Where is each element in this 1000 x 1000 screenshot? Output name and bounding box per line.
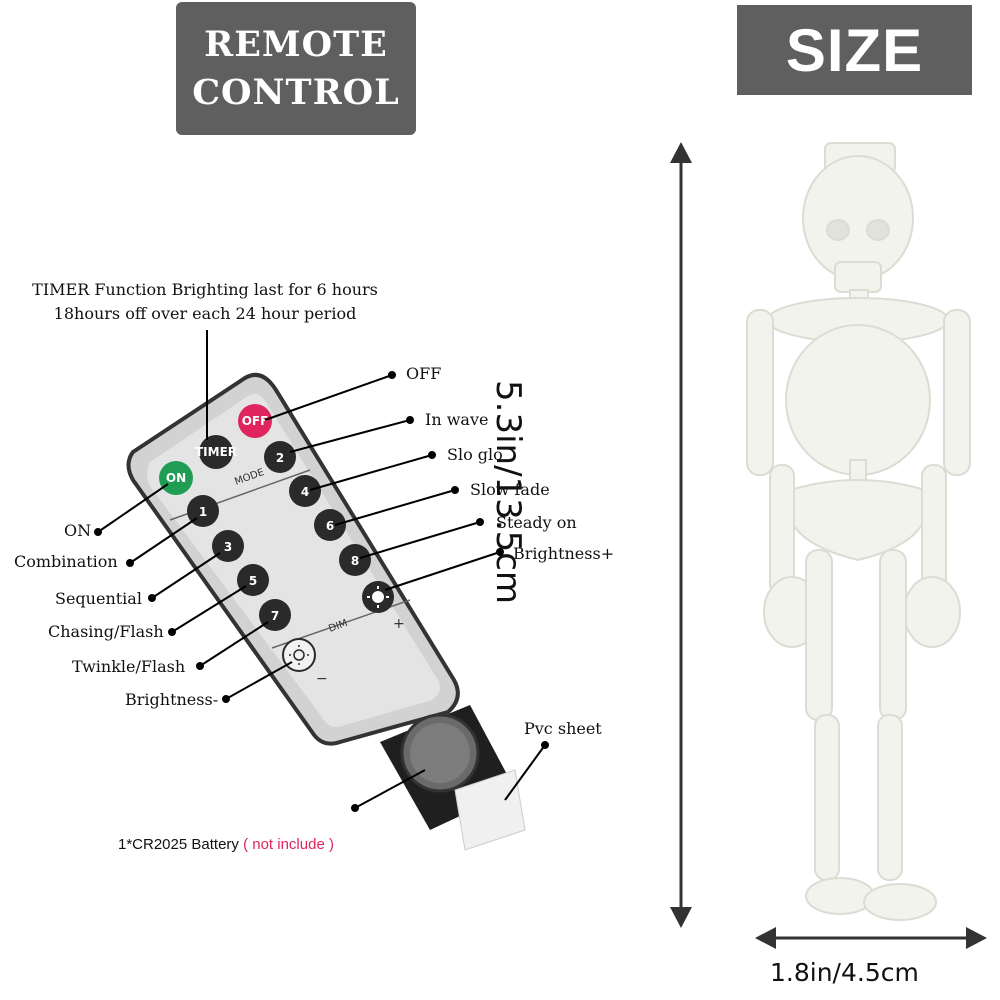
label-pvc-sheet: Pvc sheet [524, 719, 602, 738]
key-6[interactable] [314, 509, 346, 541]
remote-control-banner: REMOTE CONTROL [176, 2, 416, 135]
timer-note-line1: TIMER Function Brighting last for 6 hour… [32, 280, 378, 299]
battery-note: ( not include ) [243, 836, 334, 853]
brightness-down-button[interactable] [282, 638, 316, 672]
off-button-label: OFF [242, 414, 269, 428]
label-sequential: Sequential [55, 589, 142, 608]
label-chasing-flash: Chasing/Flash [48, 622, 164, 641]
sun-dim-icon [289, 645, 309, 665]
key-8[interactable] [339, 544, 371, 576]
battery-label: 1*CR2025 Battery ( not include ) [118, 836, 334, 853]
height-dimension-label: 5.3in/13.5cm [488, 380, 528, 605]
sun-bright-icon [367, 586, 389, 608]
key-5-label: 5 [249, 574, 257, 588]
skeleton-figure [746, 142, 971, 921]
remote-banner-line1: REMOTE [204, 23, 388, 65]
key-4[interactable] [289, 475, 321, 507]
remote-control [126, 373, 460, 746]
key-1-label: 1 [199, 505, 207, 519]
plus-label: + [393, 616, 405, 632]
key-5[interactable] [237, 564, 269, 596]
on-button-label: ON [166, 471, 186, 485]
label-on: ON [64, 521, 92, 540]
label-steady-on: Steady on [496, 513, 577, 532]
timer-note-line2: 18hours off over each 24 hour period [53, 304, 357, 323]
label-brightness-plus: Brightness+ [513, 544, 615, 563]
key-7-label: 7 [271, 609, 279, 623]
size-banner: SIZE [737, 5, 972, 95]
remote-banner-line2: CONTROL [192, 71, 400, 113]
label-twinkle-flash: Twinkle/Flash [72, 657, 186, 676]
remote-face [147, 394, 440, 728]
timer-note: TIMER Function Brighting last for 6 hour… [10, 278, 400, 326]
leader-lines [94, 330, 549, 812]
key-4-label: 4 [301, 485, 309, 499]
label-off: OFF [406, 364, 442, 383]
timer-button[interactable] [199, 435, 233, 469]
label-in-wave: In wave [425, 410, 489, 429]
off-button[interactable] [238, 404, 272, 438]
battery-text: 1*CR2025 Battery [118, 836, 239, 853]
timer-button-label: TIMER [195, 445, 237, 459]
pvc-sheet [454, 769, 526, 851]
key-8-label: 8 [351, 554, 359, 568]
label-slow-fade: Slow fade [470, 480, 550, 499]
width-dimension-arrow [755, 927, 987, 949]
width-dimension-label: 1.8in/4.5cm [770, 958, 919, 987]
battery-holder [380, 705, 526, 851]
label-slo-glo: Slo glo [447, 445, 503, 464]
key-2[interactable] [264, 441, 296, 473]
on-button[interactable] [159, 461, 193, 495]
label-brightness-minus: Brightness- [125, 690, 219, 709]
key-6-label: 6 [326, 519, 334, 533]
key-2-label: 2 [276, 451, 284, 465]
minus-label: − [316, 671, 328, 687]
label-combination: Combination [14, 552, 118, 571]
battery-coin-face [410, 723, 470, 783]
height-dimension-arrow [670, 142, 692, 928]
key-3-label: 3 [224, 540, 232, 554]
